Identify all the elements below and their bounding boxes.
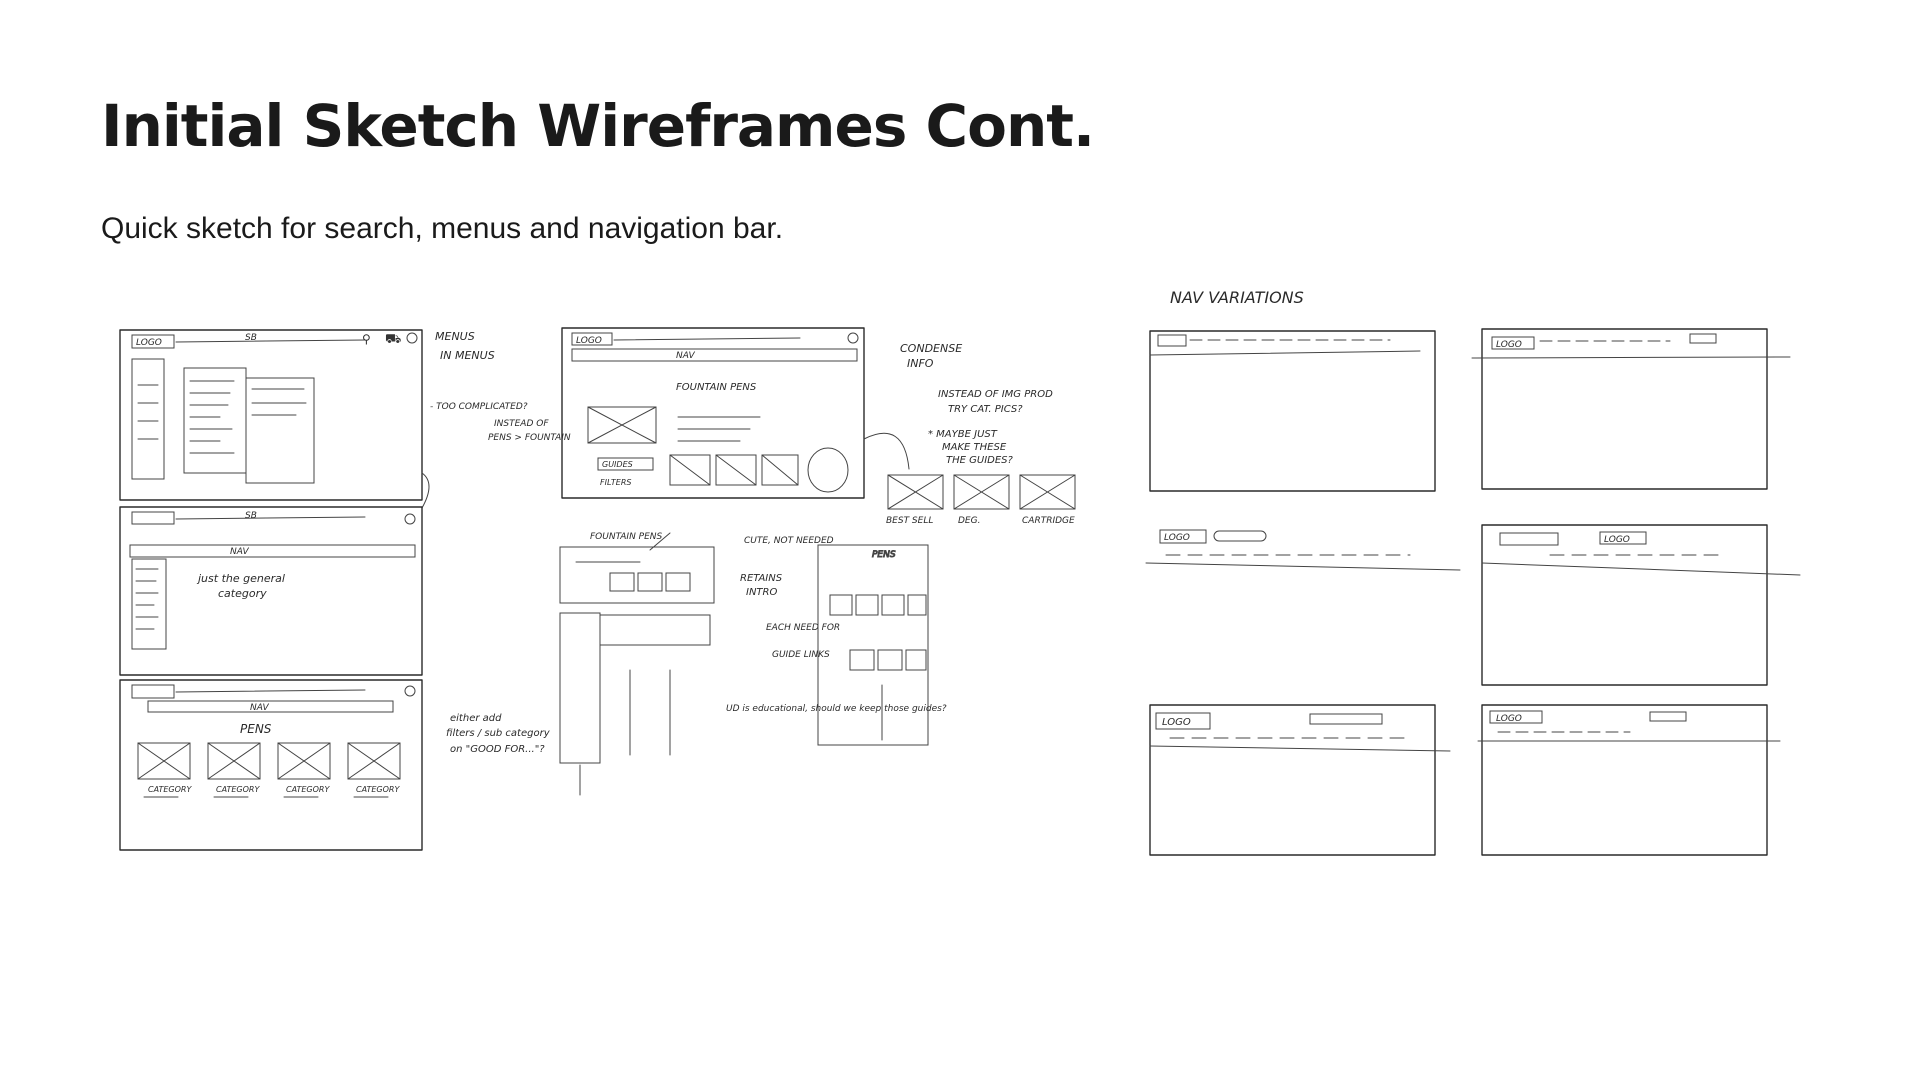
svg-text:EACH NEED FOR: EACH NEED FOR	[766, 623, 840, 633]
svg-text:LOGO: LOGO	[1496, 340, 1522, 350]
svg-text:LOGO: LOGO	[1164, 533, 1190, 543]
svg-text:UD is educational, should we k: UD is educational, should we keep those …	[726, 704, 947, 714]
svg-text:CATEGORY: CATEGORY	[148, 785, 192, 794]
svg-text:just the general: just the general	[196, 572, 285, 585]
svg-text:LOGO: LOGO	[1162, 717, 1191, 728]
svg-text:NAV: NAV	[250, 703, 269, 713]
svg-text:BEST SELL: BEST SELL	[886, 516, 933, 526]
sketch-canvas: LOGO SB ⚲ ⛟ SB NAV	[110, 285, 1810, 875]
svg-text:THE GUIDES?: THE GUIDES?	[946, 455, 1014, 466]
svg-text:GUIDES: GUIDES	[602, 460, 633, 469]
wireframe-sketches: LOGO SB ⚲ ⛟ SB NAV	[110, 285, 1810, 875]
svg-text:category: category	[218, 587, 267, 600]
svg-text:LOGO: LOGO	[1496, 714, 1522, 724]
nav-variation-2: LOGO	[1472, 329, 1790, 489]
svg-text:MENUS: MENUS	[435, 330, 475, 343]
svg-text:PENS > FOUNTAIN: PENS > FOUNTAIN	[488, 433, 571, 443]
page-title: Initial Sketch Wireframes Cont.	[101, 92, 1094, 162]
nav-variation-5: LOGO	[1150, 705, 1450, 855]
svg-text:PENS: PENS	[872, 550, 896, 560]
sketch-menu-wireframe-3: NAV PENS CATEGORY CATEGORY CATEGORY CATE…	[120, 680, 422, 850]
svg-text:INFO: INFO	[907, 357, 934, 370]
svg-text:CARTRIDGE: CARTRIDGE	[1022, 516, 1075, 526]
nav-variation-4: LOGO	[1482, 525, 1800, 685]
sketch-menu-wireframe-2: SB NAV just the general category	[120, 507, 422, 675]
svg-text:on "GOOD FOR..."?: on "GOOD FOR..."?	[450, 744, 545, 755]
svg-text:RETAINS: RETAINS	[740, 573, 783, 584]
svg-text:LOGO: LOGO	[576, 336, 602, 346]
nav-variation-1	[1150, 331, 1435, 491]
svg-text:GUIDE LINKS: GUIDE LINKS	[772, 650, 830, 660]
sketch-intro-block	[560, 533, 714, 603]
svg-text:either add: either add	[450, 713, 502, 724]
svg-text:TRY CAT. PICS?: TRY CAT. PICS?	[948, 404, 1023, 415]
svg-text:INTRO: INTRO	[746, 587, 777, 598]
svg-text:filters / sub category: filters / sub category	[446, 728, 551, 739]
nav-variations-heading: NAV VARIATIONS	[1170, 288, 1304, 307]
sketch-pens-page: LOGO NAV FOUNTAIN PENS GUIDES FILTERS	[562, 328, 864, 498]
cart-icon: ⛟	[385, 331, 401, 346]
svg-text:PENS: PENS	[240, 722, 272, 736]
svg-text:MAKE THESE: MAKE THESE	[942, 442, 1007, 453]
svg-text:INSTEAD OF IMG PROD: INSTEAD OF IMG PROD	[938, 389, 1053, 400]
sketch-logo-label: LOGO	[136, 338, 162, 348]
svg-text:SB: SB	[245, 333, 257, 343]
page-subtitle: Quick sketch for search, menus and navig…	[101, 211, 783, 247]
svg-text:FILTERS: FILTERS	[600, 478, 631, 487]
svg-text:CATEGORY: CATEGORY	[286, 785, 330, 794]
svg-text:FOUNTAIN PENS: FOUNTAIN PENS	[676, 382, 757, 393]
search-icon: ⚲	[362, 332, 371, 346]
svg-text:IN MENUS: IN MENUS	[440, 349, 495, 362]
svg-text:* MAYBE JUST: * MAYBE JUST	[928, 429, 998, 440]
svg-text:SB: SB	[245, 511, 257, 521]
sketch-menu-wireframe-1: LOGO SB ⚲ ⛟	[120, 330, 429, 508]
svg-text:CATEGORY: CATEGORY	[356, 785, 400, 794]
nav-variation-3: LOGO	[1146, 530, 1460, 570]
svg-text:NAV: NAV	[230, 547, 249, 557]
svg-text:FOUNTAIN PENS: FOUNTAIN PENS	[590, 532, 663, 542]
svg-text:DEG.: DEG.	[958, 516, 980, 526]
sketch-pens-list: PENS	[818, 545, 928, 745]
svg-text:- TOO COMPLICATED?: - TOO COMPLICATED?	[430, 402, 528, 412]
svg-text:NAV: NAV	[676, 351, 695, 361]
nav-variation-6: LOGO	[1478, 705, 1780, 855]
sketch-long-page	[560, 613, 710, 795]
svg-text:CATEGORY: CATEGORY	[216, 785, 260, 794]
svg-text:CONDENSE: CONDENSE	[900, 342, 962, 355]
svg-text:INSTEAD OF: INSTEAD OF	[494, 419, 549, 429]
svg-text:LOGO: LOGO	[1604, 535, 1630, 545]
